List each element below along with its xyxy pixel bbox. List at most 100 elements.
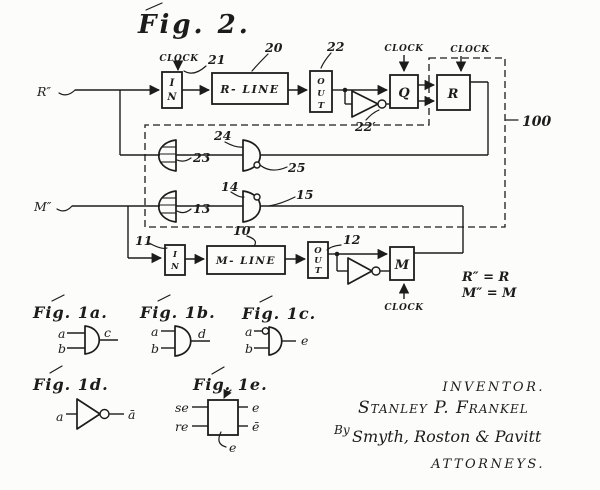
inverter-bubble-bottom — [371, 266, 381, 276]
r-input-squiggle — [58, 89, 76, 96]
ref-100: 100 — [522, 114, 551, 130]
figure-1e-title: Fig. 1e. — [192, 375, 268, 394]
equation-r: R″ = R — [461, 270, 510, 285]
fig1e-set-label: se — [175, 400, 189, 415]
out-top-letter-3: T — [318, 101, 325, 111]
gate14-bubble — [253, 193, 261, 201]
fig1e-title-arrow — [223, 388, 232, 399]
ref-20: 20 — [264, 40, 283, 55]
fig1c-output-label: e — [301, 333, 308, 348]
ref-25: 25 — [287, 160, 305, 175]
fig1c-input-b-label: b — [245, 341, 253, 356]
inverter-bubble-top — [377, 99, 387, 109]
figure-1c-title: Fig. 1c. — [241, 304, 316, 323]
gate24-bubble — [253, 161, 261, 169]
title-flourish — [49, 365, 63, 374]
fig1d-input-label: a — [56, 409, 63, 424]
ref-11: 11 — [135, 233, 152, 248]
attorneys-heading: ATTORNEYS. — [430, 457, 545, 472]
clock-label-q: CLOCK — [384, 44, 424, 54]
equation-m: M″ = M — [461, 286, 517, 301]
ref-22-prime-leader — [365, 109, 380, 121]
fig1a-input-b-label: b — [58, 341, 66, 356]
fig1b-output-label: d — [198, 326, 206, 341]
gate-icon-1c — [268, 326, 283, 356]
ref-15: 15 — [296, 187, 313, 202]
m-line-box — [206, 245, 286, 275]
fig1e-reset-label: re — [175, 419, 188, 434]
fig1e-state-hook — [218, 431, 227, 448]
r-flipflop-box — [436, 74, 471, 111]
ref-25-leader — [259, 164, 288, 171]
m-input-squiggle — [56, 205, 73, 212]
out-bottom-letter-3: T — [315, 266, 322, 276]
ref-21-leader — [183, 65, 207, 74]
inverter-icon-bottom — [347, 257, 373, 285]
ref-14-leader — [230, 191, 245, 198]
ref-13-leader — [176, 208, 192, 214]
clock-label-r: CLOCK — [450, 45, 490, 55]
ref-21: 21 — [207, 52, 225, 67]
ref-23: 23 — [192, 150, 211, 165]
fig1a-output-label: c — [104, 325, 111, 340]
r-line-label: R- LINE — [219, 83, 279, 96]
out-bottom-letter-1: O — [314, 246, 322, 256]
inventor-heading: INVENTOR. — [441, 380, 545, 395]
dashed-boundary-100 — [144, 57, 506, 228]
figure-1a-title: Fig. 1a. — [32, 303, 108, 322]
fig1d-inverter-bubble — [99, 408, 110, 420]
ref-15-leader — [268, 196, 296, 207]
fig1b-input-a-label: a — [151, 324, 158, 339]
signature-by: By — [333, 423, 350, 437]
out-top-letter-1: O — [317, 77, 325, 87]
title-flourish — [259, 295, 273, 303]
ref-20-leader — [251, 53, 269, 72]
and-gate-icon-1a — [84, 325, 101, 355]
title-flourish — [145, 2, 163, 11]
ref-10-leader — [246, 235, 257, 247]
figure-1d-title: Fig. 1d. — [32, 375, 109, 394]
fig1e-output-complement-label: ē — [252, 419, 259, 434]
title-flourish — [157, 294, 171, 302]
figure-1b-title: Fig. 1b. — [139, 303, 216, 322]
in-top-letter-1: I — [169, 78, 175, 89]
fig1c-input-bubble — [261, 327, 270, 335]
out-top-letter-2: U — [317, 89, 325, 99]
ref-12: 12 — [343, 232, 361, 247]
r-line-box — [211, 72, 289, 105]
fig1a-input-a-label: a — [58, 326, 65, 341]
inverter-icon-1d — [76, 398, 101, 430]
attorney-firm-signature: Smyth, Roston & Pavitt — [352, 427, 542, 446]
delay-gate-23-icon — [158, 139, 177, 172]
ref-12-leader — [326, 244, 342, 251]
and-gate-14-icon — [242, 190, 261, 223]
in-top-letter-2: N — [166, 92, 177, 103]
ref-22-prime: 22′ — [354, 119, 376, 134]
ref-23-leader — [176, 157, 192, 162]
in-bottom-letter-2: N — [170, 262, 180, 272]
delay-gate-13-icon — [158, 190, 177, 223]
and-gate-24-icon — [242, 139, 261, 172]
ref-11-leader — [148, 242, 168, 250]
fig1b-input-b-label: b — [151, 341, 159, 356]
out-register-box-bottom — [307, 241, 329, 279]
title-flourish — [51, 294, 65, 302]
r-label: R — [447, 87, 459, 102]
flipflop-box-1e — [207, 399, 239, 436]
fig1e-state-label: e — [229, 440, 236, 455]
fig1e-output-true-label: e — [252, 400, 259, 415]
q-label: Q — [398, 86, 410, 101]
m-line-label: M- LINE — [215, 255, 276, 267]
figure-2-title: Fig. 2. — [137, 10, 251, 40]
ref-14: 14 — [221, 179, 238, 194]
clock-label-in-top: CLOCK — [159, 54, 199, 64]
ref-22-leader — [320, 52, 332, 69]
r-double-prime-input-label: R″ — [36, 84, 51, 99]
ref-24-leader — [224, 141, 244, 148]
ref-22: 22 — [326, 39, 345, 54]
inverter-icon-top — [351, 90, 379, 118]
fig1c-input-a-label: a — [245, 324, 252, 339]
title-flourish — [211, 366, 225, 375]
